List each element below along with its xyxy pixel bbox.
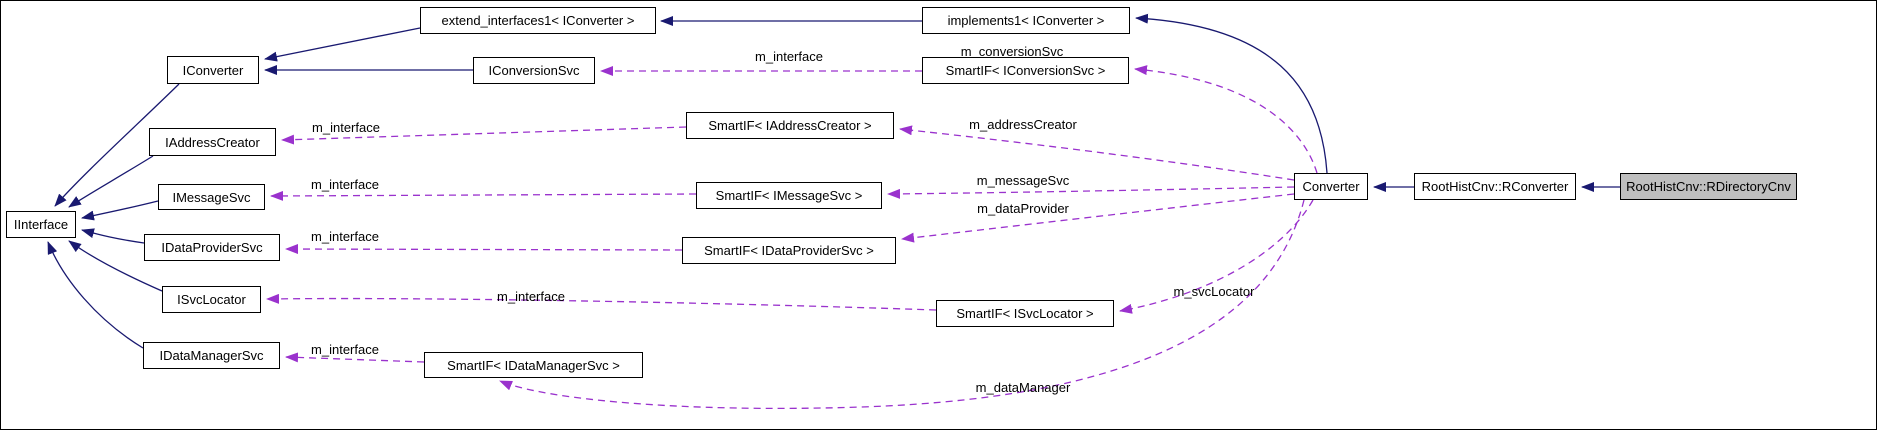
node-label: IInterface [13, 217, 69, 232]
node-label: extend_interfaces1< IConverter > [441, 13, 635, 28]
node-label: SmartIF< IConversionSvc > [945, 63, 1106, 78]
node-label: SmartIF< IDataProviderSvc > [704, 243, 874, 258]
node-label: SmartIF< ISvcLocator > [956, 306, 1094, 321]
node-label: SmartIF< IMessageSvc > [715, 188, 863, 203]
edge-label-m-interface-dataprovider: m_interface [311, 229, 379, 244]
edge-use-conversionsvc [1134, 65, 1318, 174]
node-label: IDataProviderSvc [161, 240, 263, 255]
node-idataprovidersvc[interactable]: IDataProviderSvc [144, 234, 280, 261]
edge-use-dataprovider [901, 193, 1295, 243]
node-label: RootHistCnv::RDirectoryCnv [1626, 179, 1791, 194]
edge-label-m-interface-conversionsvc: m_interface [755, 49, 823, 64]
edge-label-m-svclocator: m_svcLocator [1174, 284, 1256, 299]
node-label: ISvcLocator [177, 292, 246, 307]
edge-idatamanagersvc-to-iinterface [47, 241, 144, 349]
node-label: IConversionSvc [488, 63, 580, 78]
node-label: IDataManagerSvc [159, 348, 264, 363]
node-smartif-idatamanagersvc[interactable]: SmartIF< IDataManagerSvc > [424, 352, 643, 378]
edge-label-m-dataprovider: m_dataProvider [977, 201, 1069, 216]
edge-imessagesvc-to-iinterface [81, 200, 159, 221]
node-label: implements1< IConverter > [947, 13, 1105, 28]
edge-label-m-interface-addresscreator: m_interface [312, 120, 380, 135]
node-label: Converter [1302, 179, 1360, 194]
node-label: RootHistCnv::RConverter [1421, 179, 1569, 194]
node-isvclocator[interactable]: ISvcLocator [162, 286, 261, 313]
node-smartif-imessagesvc[interactable]: SmartIF< IMessageSvc > [696, 182, 882, 209]
edge-use-messagesvc [887, 186, 1295, 199]
node-imessagesvc[interactable]: IMessageSvc [158, 184, 265, 210]
node-smartif-idataprovidersvc[interactable]: SmartIF< IDataProviderSvc > [682, 237, 896, 264]
edge-label-m-addresscreator: m_addressCreator [969, 117, 1077, 132]
edge-extend-interfaces1-to-iconverter [264, 27, 421, 62]
node-label: IMessageSvc [172, 189, 251, 205]
node-smartif-iconversionsvc[interactable]: SmartIF< IConversionSvc > [922, 57, 1129, 84]
node-iinterface[interactable]: IInterface [6, 211, 76, 238]
edge-use-interface-datamanager [285, 352, 425, 363]
node-smartif-isvclocator[interactable]: SmartIF< ISvcLocator > [936, 300, 1114, 327]
node-label: IAddressCreator [165, 134, 260, 150]
edge-label-m-interface-svclocator: m_interface [497, 289, 565, 304]
edge-iaddresscreator-to-iinterface [68, 155, 154, 208]
edge-use-interface-dataprovider [285, 244, 683, 255]
edge-label-m-datamanager: m_dataManager [976, 380, 1071, 395]
node-extend-interfaces1-iconverter[interactable]: extend_interfaces1< IConverter > [420, 7, 656, 34]
node-roothistcnv-rdirectorycnv: RootHistCnv::RDirectoryCnv [1620, 173, 1797, 200]
node-converter[interactable]: Converter [1294, 173, 1368, 200]
edge-use-interface-svclocator [266, 293, 937, 311]
node-idatamanagersvc[interactable]: IDataManagerSvc [143, 342, 280, 369]
node-iaddresscreator[interactable]: IAddressCreator [149, 128, 276, 156]
node-implements1-iconverter[interactable]: implements1< IConverter > [922, 7, 1130, 34]
node-iconverter[interactable]: IConverter [167, 56, 259, 84]
edge-label-m-interface-datamanager: m_interface [311, 342, 379, 357]
edge-use-interface-addresscreator [281, 126, 687, 145]
edge-converter-to-implements1 [1135, 13, 1328, 174]
edge-use-addresscreator [899, 125, 1295, 181]
edge-idataprovidersvc-to-iinterface [81, 228, 145, 244]
node-iconversionsvc[interactable]: IConversionSvc [473, 57, 595, 84]
node-roothistcnv-rconverter[interactable]: RootHistCnv::RConverter [1414, 173, 1576, 200]
edge-use-svclocator [1119, 199, 1314, 314]
node-label: SmartIF< IDataManagerSvc > [447, 357, 620, 373]
node-label: IConverter [182, 62, 244, 78]
node-label: SmartIF< IAddressCreator > [708, 118, 872, 133]
node-smartif-iaddresscreator[interactable]: SmartIF< IAddressCreator > [686, 112, 894, 139]
edge-use-interface-messagesvc [270, 190, 697, 201]
edge-label-m-interface-messagesvc: m_interface [311, 177, 379, 192]
edge-label-m-messagesvc: m_messageSvc [977, 173, 1070, 188]
